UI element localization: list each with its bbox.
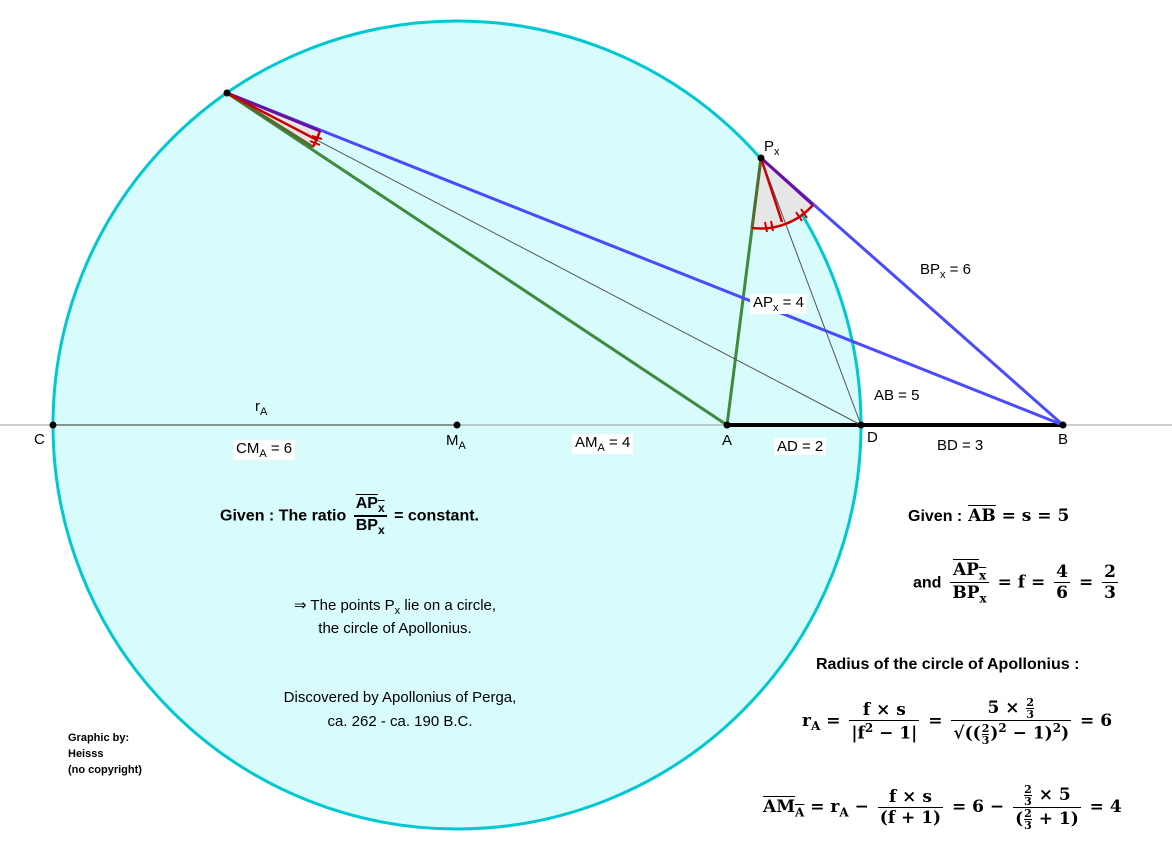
angle-arc-px <box>751 204 814 230</box>
given-ratio: Given : The ratio APx BPx = constant. <box>220 495 479 538</box>
label-a: A <box>722 432 733 449</box>
point-c <box>49 421 57 429</box>
segment-q-a <box>226 91 728 427</box>
label-ra: rA <box>255 398 268 418</box>
point-a <box>723 421 731 429</box>
conclusion-line2: the circle of Apollonius. <box>318 620 472 637</box>
label-bd: BD = 3 <box>937 437 984 454</box>
label-ma: MA <box>446 432 466 452</box>
point-d <box>857 421 865 429</box>
bisector-q <box>226 91 318 142</box>
discovered-line1: Discovered by Apollonius of Perga, <box>283 689 517 706</box>
label-b: B <box>1058 431 1069 448</box>
purple-mark-q <box>226 91 321 133</box>
olive-mark-q <box>226 91 314 149</box>
credit-block: Graphic by: Heisss (no copyright) <box>68 732 142 776</box>
label-bpx: BPx = 6 <box>920 261 971 281</box>
angle-ticks <box>309 135 808 233</box>
point-b <box>1059 421 1067 429</box>
angle-arc-q <box>311 130 322 148</box>
discovered-line2: ca. 262 - ca. 190 B.C. <box>327 713 473 730</box>
label-d: D <box>867 429 878 446</box>
label-apx: APx = 4 <box>750 294 807 314</box>
point-ma <box>453 421 461 429</box>
label-cma: CMA = 6 <box>233 440 296 460</box>
label-ad: AD = 2 <box>774 438 827 455</box>
olive-mark-px <box>750 157 763 229</box>
segment-q-b <box>226 91 1064 427</box>
label-ama: AMA = 4 <box>572 434 634 454</box>
conclusion-line1: ⇒ The points Px lie on a circle, <box>293 597 497 617</box>
radius-heading: Radius of the circle of Apollonius : <box>816 656 1080 673</box>
label-c: C <box>34 431 45 448</box>
bisector-px <box>759 157 784 223</box>
point-q <box>223 89 231 97</box>
segment-px-d <box>760 157 862 426</box>
point-px <box>757 154 765 162</box>
purple-mark-px <box>759 156 815 207</box>
points <box>49 89 1067 429</box>
label-px: Px <box>764 138 780 158</box>
ratio-fraction: APx BPx <box>353 495 387 538</box>
label-ab: AB = 5 <box>874 387 920 404</box>
given-ab: Given : AB = s = 5 <box>908 506 1070 526</box>
segment-q-d <box>226 92 862 426</box>
